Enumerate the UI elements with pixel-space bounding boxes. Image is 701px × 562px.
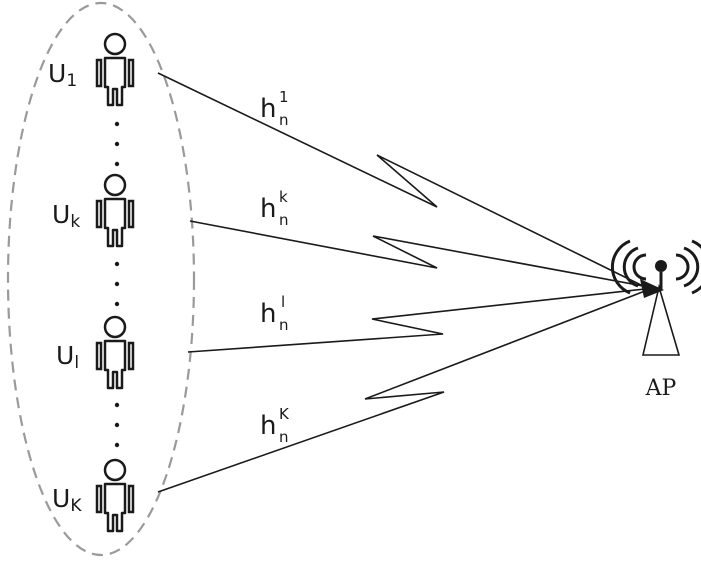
user-label-K: UK <box>52 484 82 516</box>
user-icon-1 <box>95 32 135 107</box>
ap-label: AP <box>645 376 677 401</box>
channel-link-k <box>189 220 644 287</box>
channel-label-1: h 1 n <box>260 79 297 129</box>
user-icon-l <box>95 315 135 390</box>
arrow-head <box>640 279 664 298</box>
user-label-k: Uk <box>52 200 80 232</box>
channel-label-K: h K n <box>260 396 297 446</box>
channel-link-K <box>157 290 646 493</box>
user-icon-k <box>95 173 135 248</box>
user-icon-K <box>95 458 135 533</box>
channel-label-k: h k n <box>260 179 296 229</box>
channel-link-1 <box>157 72 644 287</box>
ellipsis-dots <box>114 121 120 448</box>
user-group-ellipse <box>6 1 196 557</box>
channel-link-l <box>187 288 646 353</box>
user-label-1: U1 <box>48 59 77 91</box>
channel-label-l: h l n <box>260 284 293 334</box>
access-point-antenna-icon <box>610 239 701 356</box>
user-label-l: Ul <box>56 341 79 373</box>
